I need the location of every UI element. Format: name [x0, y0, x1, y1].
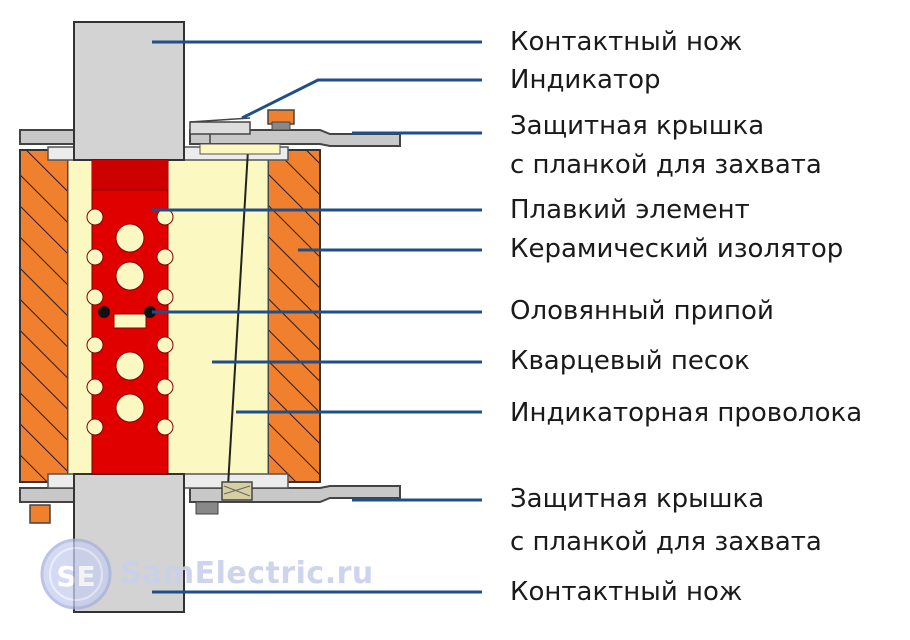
watermark-badge-text: SE	[56, 560, 95, 593]
se-badge-icon: SE	[40, 538, 112, 610]
label-cover-top-line1: Защитная крышка	[510, 111, 765, 141]
label-fuse-element: Плавкий элемент	[510, 195, 750, 225]
ceramic-insulator-left	[19, 149, 69, 483]
indicator-wire	[227, 149, 249, 487]
label-ceramic-insulator: Керамический изолятор	[510, 234, 844, 264]
label-contact-knife-top: Контактный нож	[510, 27, 743, 57]
leader-indicator	[241, 78, 482, 120]
tin-solder-dot-left	[98, 306, 110, 318]
label-cover-bottom-line2: с планкой для захвата	[510, 527, 822, 557]
tin-solder-dot-right	[144, 306, 156, 318]
watermark-text: SamElectric.ru	[120, 556, 374, 591]
indicator-bottom	[221, 481, 253, 501]
label-cover-top-line2: с планкой для захвата	[510, 150, 822, 180]
label-cover-bottom-line1: Защитная крышка	[510, 484, 765, 514]
label-quartz-sand: Кварцевый песок	[510, 346, 750, 376]
fuse-element	[86, 159, 174, 475]
label-tin-solder: Оловянный припой	[510, 296, 774, 326]
label-contact-knife-bottom: Контактный нож	[510, 577, 743, 607]
indicator-top	[189, 117, 281, 155]
ceramic-insulator-right	[267, 149, 321, 483]
label-indicator: Индикатор	[510, 65, 661, 95]
leader-lines	[152, 40, 482, 594]
contact-knife-top	[73, 21, 185, 161]
label-indicator-wire: Индикаторная проволока	[510, 398, 863, 428]
